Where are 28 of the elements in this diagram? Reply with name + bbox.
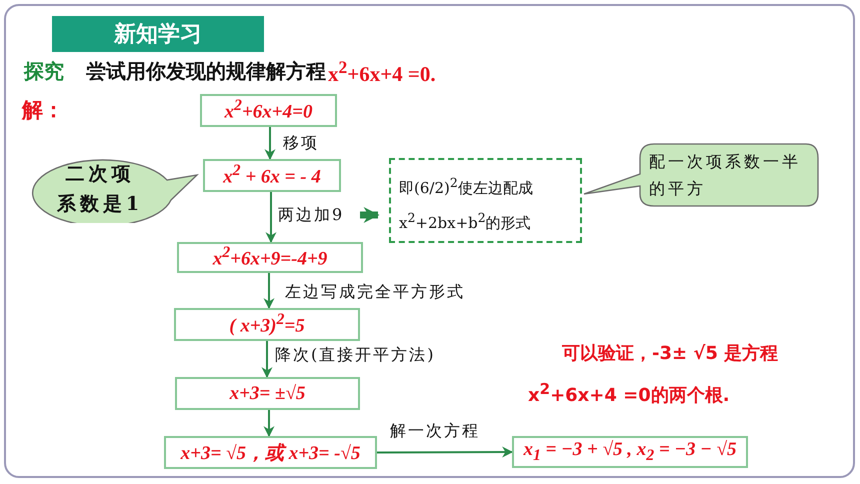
edge-label: 移项 (283, 133, 319, 154)
speech-bubble: 配一次项系数一半的平方 (583, 142, 820, 208)
equation-text: x$^{2}$+6x+4 =0. (328, 57, 436, 87)
equation-box: ( x+3)$^{2}$=5 (174, 308, 360, 341)
equation-box: x$^{2}$+6x+4=0 (200, 94, 337, 127)
title-banner: 新知学习 (52, 16, 264, 52)
equation-box: x+3= √5，或 x+3= -√5 (164, 436, 377, 469)
note-text: x$^{2}$+6x+4 =0的两个根. (528, 380, 730, 407)
solution-label: 解： (22, 97, 64, 124)
equation-box: x+3= ±√5 (175, 377, 360, 410)
task-text: 尝试用你发现的规律解方程 (86, 58, 326, 85)
arrow (264, 410, 274, 438)
arrow (262, 341, 272, 378)
equation-box: x$_{1}$ = −3 + √5 , x$_{2}$ = −3 − √5 (512, 436, 748, 468)
note-box: 即(6/2)$^{2}$使左边配成 x$^{2}$+2bx+b$^{2}$的形式 (389, 158, 582, 243)
edge-label: 左边写成完全平方形式 (285, 282, 465, 303)
arrow (377, 446, 514, 458)
block-arrow (360, 207, 380, 223)
arrow (264, 127, 276, 160)
edge-label: 降次(直接开平方法) (275, 345, 436, 366)
arrow (264, 273, 274, 310)
edge-label: 两边加9 (278, 205, 344, 226)
equation-box: x$^{2}$+6x+9=-4+9 (177, 242, 363, 273)
section-label: 探究 (24, 58, 64, 85)
arrow (266, 192, 276, 244)
edge-label: 解一次方程 (390, 421, 480, 442)
equation-box: x$^{2}$ + 6x = - 4 (203, 159, 341, 192)
note-text: 可以验证，-3± √5 是方程 (562, 342, 778, 365)
